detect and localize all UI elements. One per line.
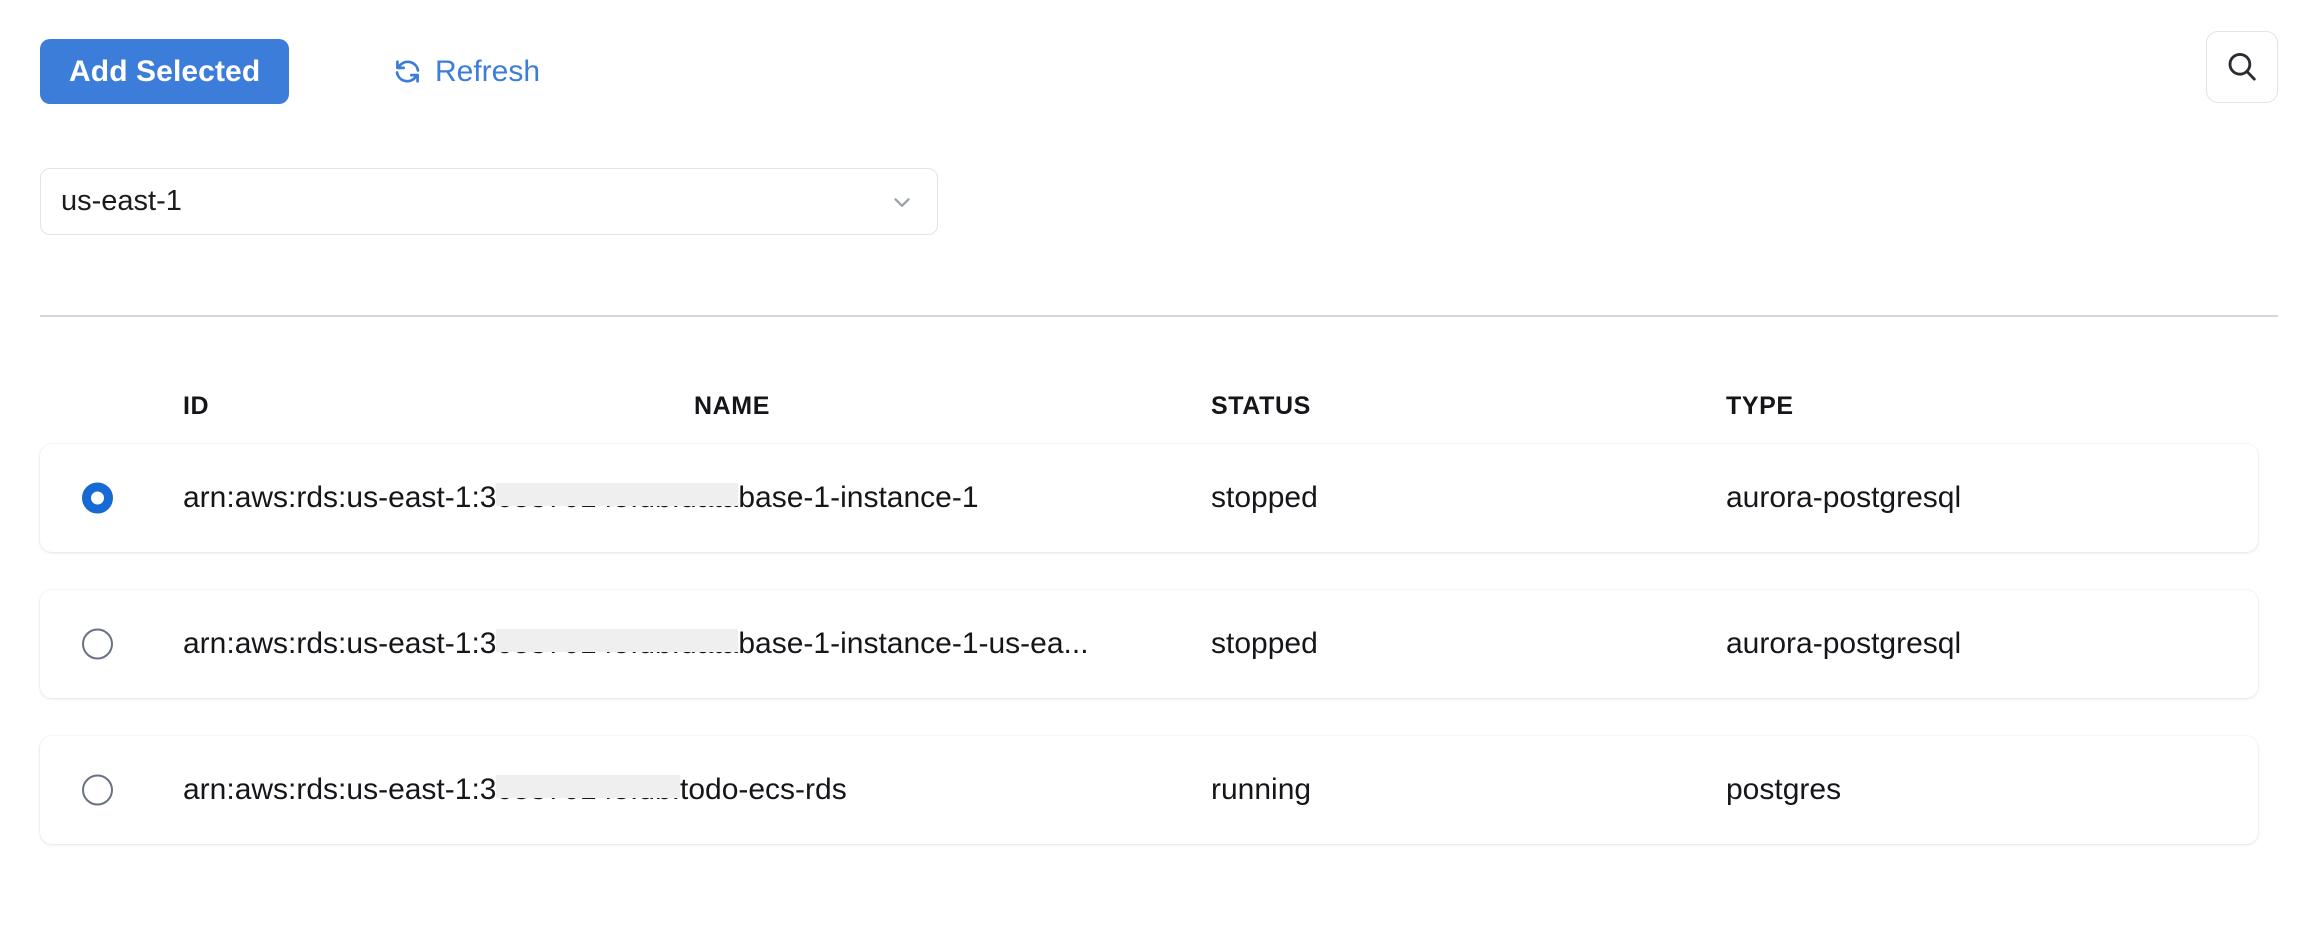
add-selected-label: Add Selected bbox=[69, 54, 261, 88]
refresh-label: Refresh bbox=[435, 54, 541, 88]
radio-button[interactable] bbox=[82, 628, 113, 660]
search-icon bbox=[2224, 49, 2260, 85]
row-id-prefix: arn:aws:rds:us-east-1:3 bbox=[183, 481, 497, 514]
section-divider bbox=[40, 315, 2278, 317]
search-button[interactable] bbox=[2206, 31, 2278, 103]
row-status-cell: stopped bbox=[1211, 481, 1318, 514]
region-select[interactable]: us-east-1 bbox=[40, 168, 938, 235]
column-header-status: STATUS bbox=[1211, 392, 1311, 420]
row-radio-cell[interactable] bbox=[82, 774, 113, 806]
add-selected-button[interactable]: Add Selected bbox=[40, 39, 290, 104]
row-id-suffix: base-1-instance-1-us-ea... bbox=[738, 627, 1089, 660]
row-type-cell: postgres bbox=[1726, 773, 1842, 806]
row-type-cell: aurora-postgresql bbox=[1726, 481, 1962, 514]
radio-button[interactable] bbox=[82, 774, 113, 806]
row-type-cell: aurora-postgresql bbox=[1726, 627, 1962, 660]
row-id-suffix: base-1-instance-1 bbox=[738, 481, 979, 514]
region-select-wrapper: us-east-1 bbox=[40, 168, 938, 235]
row-id-redacted: 05370145:db:data bbox=[496, 629, 739, 659]
row-id-prefix: arn:aws:rds:us-east-1:3 bbox=[183, 773, 497, 806]
radio-button-selected[interactable] bbox=[82, 482, 113, 514]
row-id-suffix: todo-ecs-rds bbox=[679, 773, 847, 806]
column-header-name: NAME bbox=[694, 392, 771, 420]
instances-table: ID NAME STATUS TYPE arn:aws:rds:us-east-… bbox=[0, 380, 2298, 882]
row-id-prefix: arn:aws:rds:us-east-1:3 bbox=[183, 627, 497, 660]
row-radio-cell[interactable] bbox=[82, 482, 113, 514]
refresh-icon bbox=[392, 56, 423, 87]
toolbar: Add Selected Refresh bbox=[0, 0, 2298, 112]
table-header-row: ID NAME STATUS TYPE bbox=[0, 380, 2298, 444]
row-status-cell: running bbox=[1211, 773, 1312, 806]
refresh-button[interactable]: Refresh bbox=[392, 44, 540, 99]
column-header-type: TYPE bbox=[1726, 392, 1794, 420]
row-status-cell: stopped bbox=[1211, 627, 1318, 660]
row-radio-cell[interactable] bbox=[82, 628, 113, 660]
row-id-redacted: 05370145:db:data bbox=[496, 483, 739, 513]
chevron-down-icon bbox=[889, 189, 915, 215]
column-header-id: ID bbox=[183, 392, 210, 420]
region-select-value: us-east-1 bbox=[61, 185, 182, 217]
row-id-redacted: 05370145:db: bbox=[496, 775, 680, 805]
